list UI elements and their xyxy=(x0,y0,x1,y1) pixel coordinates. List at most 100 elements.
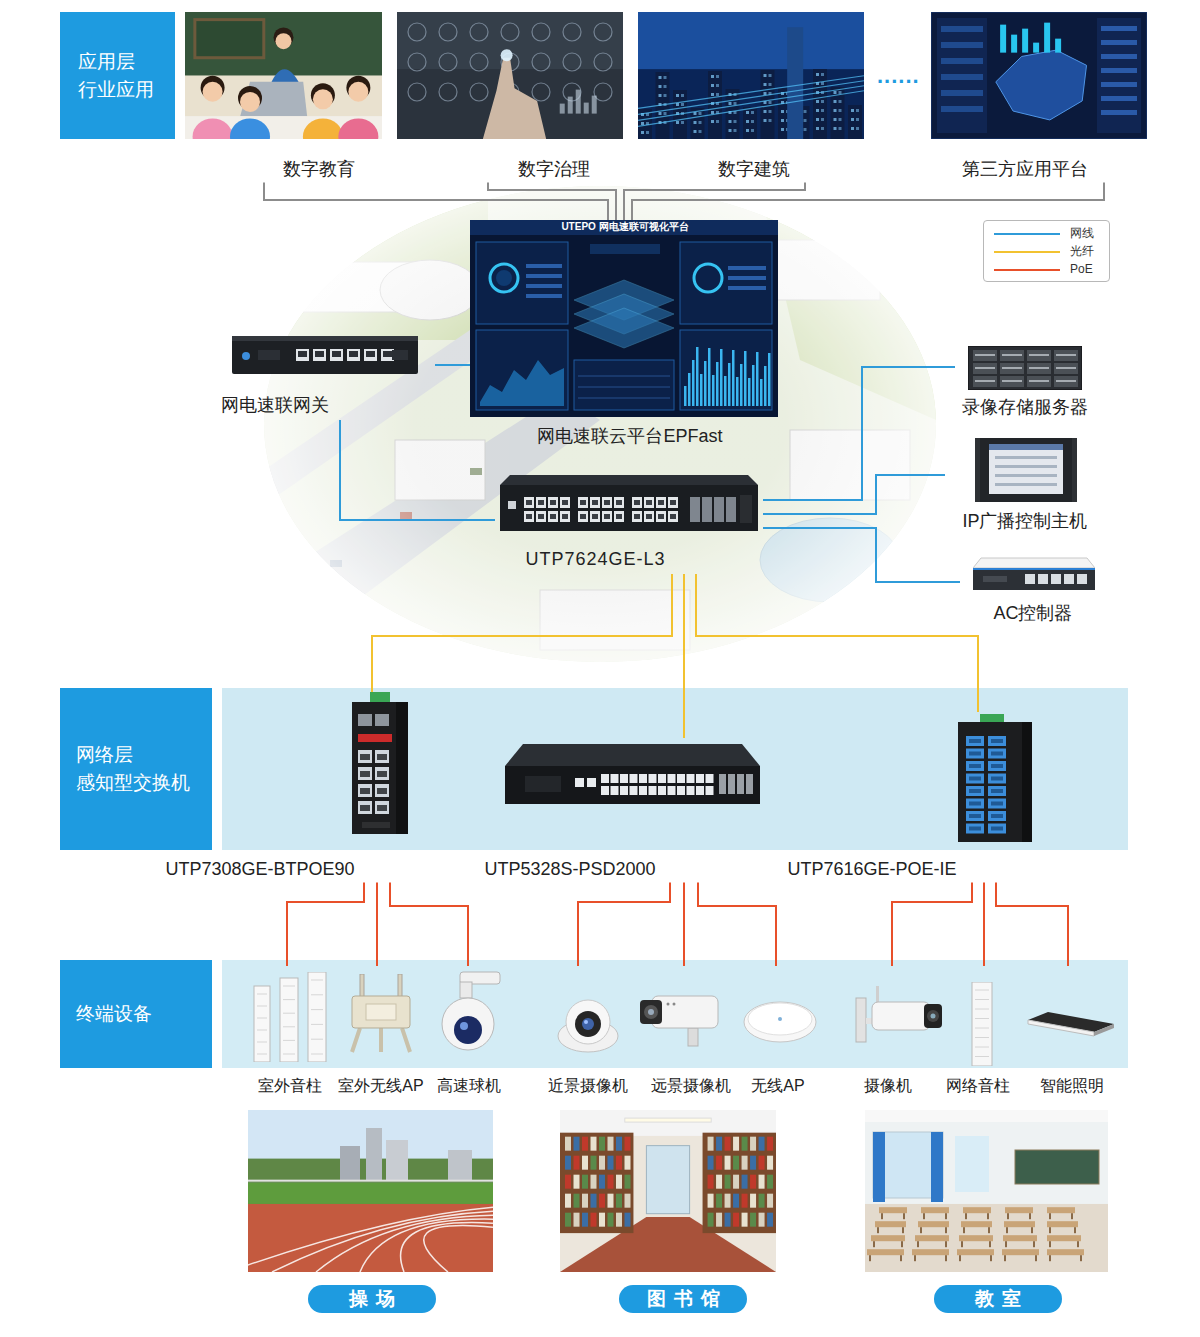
icon-part xyxy=(668,774,676,783)
icon-part xyxy=(590,511,600,522)
icon-part xyxy=(377,805,387,811)
icon-part xyxy=(360,1219,493,1272)
icon-part xyxy=(340,1146,360,1180)
icon-part xyxy=(1004,1255,1006,1261)
icon-part xyxy=(257,1018,267,1019)
icon-part xyxy=(969,789,981,793)
device-picture xyxy=(250,972,330,1062)
icon-part xyxy=(1054,363,1078,374)
icon-part xyxy=(296,349,309,361)
icon-part xyxy=(375,801,389,814)
text-holder: ...... xyxy=(877,62,920,90)
node-text: 无线AP xyxy=(751,1077,804,1094)
node-text: 网络层 感知型交换机 xyxy=(76,744,190,793)
icon-part xyxy=(988,824,1006,834)
icon-part xyxy=(968,346,1082,390)
node-text: 网电速联云平台EPFast xyxy=(537,426,722,446)
node-text: UTP7616GE-POE-IE xyxy=(787,859,956,879)
icon-part xyxy=(764,366,767,406)
icon-part xyxy=(1022,722,1032,842)
icon-part xyxy=(821,73,824,76)
node-text: 数字建筑 xyxy=(718,159,790,179)
icon-part xyxy=(708,1194,714,1208)
icon-part xyxy=(526,514,532,519)
icon-part xyxy=(592,514,598,519)
icon-part xyxy=(332,351,341,357)
terminal-device: 智能照明 xyxy=(1020,966,1120,1100)
text-holder: 摄像机 xyxy=(864,1076,912,1096)
icon-part xyxy=(303,118,343,139)
icon-part xyxy=(670,514,676,519)
icon-part xyxy=(804,128,807,131)
icon-part xyxy=(958,722,1022,842)
icon-part xyxy=(711,75,714,78)
icon-part xyxy=(616,1213,622,1227)
legend-sample xyxy=(992,225,1062,243)
icon-part xyxy=(625,1137,631,1151)
icon-part xyxy=(397,12,623,139)
icon-part xyxy=(973,568,1095,590)
icon-part xyxy=(568,97,573,114)
icon-part xyxy=(578,387,670,388)
icon-part xyxy=(921,1207,949,1213)
icon-part xyxy=(1074,1227,1076,1233)
device-picture xyxy=(346,974,416,1054)
icon-part xyxy=(748,378,751,406)
icon-part xyxy=(550,500,556,505)
icon-part xyxy=(742,1156,748,1170)
icon-part xyxy=(901,1241,903,1247)
icon-part xyxy=(578,376,670,377)
connector xyxy=(683,883,685,967)
icon-part xyxy=(230,118,270,139)
icon-part xyxy=(764,83,767,86)
icon-part xyxy=(743,107,757,139)
campus-scene xyxy=(264,186,936,662)
icon-part xyxy=(767,1213,773,1227)
icon-part xyxy=(716,1213,722,1227)
icon-part xyxy=(839,118,842,121)
icon-part xyxy=(941,90,983,96)
connector xyxy=(372,574,672,692)
icon-part xyxy=(759,1213,765,1227)
node-text: UTP5328S-PSD2000 xyxy=(484,859,655,879)
application-card: 第三方应用平台 xyxy=(931,12,1147,183)
icon-part xyxy=(696,347,699,406)
icon-part xyxy=(524,511,534,522)
icon-part xyxy=(869,1255,871,1261)
icon-part xyxy=(330,349,343,361)
icon-part xyxy=(931,12,1147,139)
icon-part xyxy=(578,398,670,399)
icon-part xyxy=(873,1132,885,1202)
icon-part xyxy=(764,92,767,95)
icon-part xyxy=(1038,574,1048,584)
icon-part xyxy=(548,497,558,508)
icon-part xyxy=(625,1156,631,1170)
icon-part xyxy=(283,1054,295,1055)
icon-part xyxy=(957,1249,994,1255)
icon-part xyxy=(720,349,723,406)
node-text: 智能照明 xyxy=(1040,1077,1104,1094)
connector xyxy=(632,183,1104,221)
icon-part xyxy=(1064,574,1074,584)
icon-part xyxy=(746,774,753,794)
icon-part xyxy=(560,104,565,114)
icon-part xyxy=(903,1213,905,1219)
icon-part xyxy=(1056,354,1076,356)
icon-part xyxy=(1047,1207,1075,1213)
icon-part xyxy=(574,308,674,348)
icon-part xyxy=(604,514,610,519)
icon-part xyxy=(969,814,981,818)
icon-part xyxy=(358,801,372,814)
icon-part xyxy=(257,1030,267,1031)
icon-part xyxy=(601,786,609,795)
connector xyxy=(264,183,608,221)
icon-part xyxy=(716,84,719,87)
icon-part xyxy=(834,91,837,94)
icon-part xyxy=(769,101,772,104)
icon-part xyxy=(816,109,819,112)
icon-part xyxy=(360,754,370,760)
icon-part xyxy=(1015,1150,1099,1184)
